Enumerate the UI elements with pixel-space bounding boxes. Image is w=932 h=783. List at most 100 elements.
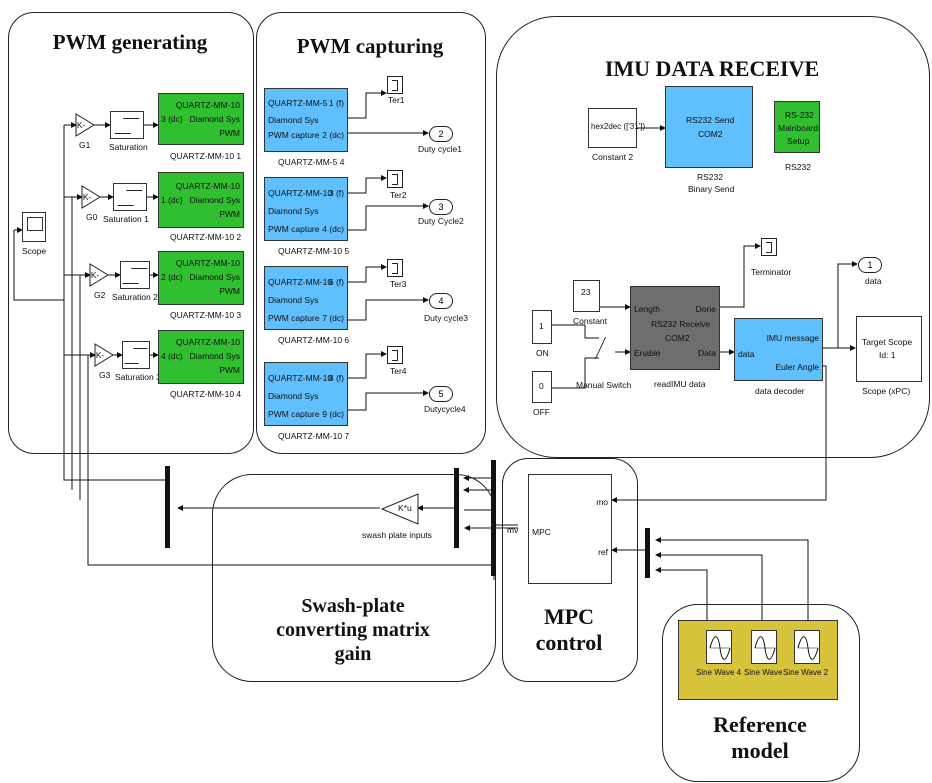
sine-wave-block[interactable] [751, 630, 777, 664]
outport-label-3: Duty Cycle2 [418, 216, 464, 226]
quartz-pwm-port-3: 2 (dc) [161, 272, 183, 282]
capture-title: QUARTZ-MM-10 [268, 188, 333, 198]
quartz-pwm-line3: PWM [219, 209, 240, 219]
saturation-block-1[interactable] [110, 111, 144, 139]
outport-2[interactable]: 2 [429, 126, 453, 142]
quartz-pwm-line3: PWM [219, 286, 240, 296]
scope-icon [27, 217, 43, 231]
swash-gain-label: swash plate inputs [362, 530, 432, 540]
terminator-icon[interactable] [387, 346, 403, 364]
constant-23-block[interactable]: 23 [573, 280, 600, 312]
data-port: Data [698, 348, 716, 358]
rs232-receive-block[interactable]: Length Done RS232 Receive COM2 Enable Da… [630, 286, 720, 370]
imu-outport-label: data [865, 276, 882, 286]
capture-name-4: QUARTZ-MM-10 7 [278, 431, 350, 441]
capture-name-3: QUARTZ-MM-10 6 [278, 335, 350, 345]
quartz-pwm-line1: QUARTZ-MM-10 [175, 337, 240, 347]
off-constant-block[interactable]: 0 [532, 371, 552, 403]
capture-block-4[interactable]: QUARTZ-MM-10 Diamond Sys PWM capture 8 (… [264, 362, 348, 426]
sine-wave-2-block[interactable] [794, 630, 820, 664]
imu-outport[interactable]: 1 [858, 257, 882, 273]
ter-label-2: Ter2 [390, 190, 407, 200]
quartz-pwm-block-4[interactable]: 4 (dc) QUARTZ-MM-10 Diamond Sys PWM [158, 330, 244, 384]
mpc-title-line2: control [535, 630, 603, 655]
quartz-pwm-block-3[interactable]: 2 (dc) QUARTZ-MM-10 Diamond Sys PWM [158, 251, 244, 305]
capture-f-port: 3 (f) [328, 188, 344, 198]
quartz-pwm-line2: Diamond Sys [189, 195, 240, 205]
capture-f-port: 1 (f) [328, 98, 344, 108]
gain-g2-symbol: -K- [88, 270, 100, 280]
capture-line2: Diamond Sys [268, 391, 319, 401]
outport-label-5: Dutycycle4 [424, 404, 466, 414]
on-constant-block[interactable]: 1 [532, 310, 552, 344]
euler-angle-port: Euler Angle [775, 362, 819, 372]
gain-g0-symbol: -K- [80, 192, 92, 202]
mpc-ref-port: ref [598, 547, 608, 557]
saturation-block-2[interactable] [113, 183, 147, 211]
saturation-label-4: Saturation 3 [115, 372, 161, 382]
capture-line2: Diamond Sys [268, 206, 319, 216]
capture-title: QUARTZ-MM-10 [268, 277, 333, 287]
capture-line3: PWM capture [268, 224, 320, 234]
capture-line2: Diamond Sys [268, 295, 319, 305]
data-decoder-block[interactable]: data IMU message Euler Angle [734, 318, 823, 381]
pwm-generating-group [8, 12, 254, 454]
pwm-capturing-title: PWM capturing [296, 34, 444, 58]
mpc-block[interactable]: MPC mv mo ref [507, 474, 612, 584]
capture-line2: Diamond Sys [268, 115, 319, 125]
terminator-icon[interactable] [387, 259, 403, 277]
scope-block[interactable] [22, 212, 46, 242]
gain-g1-symbol: -K- [74, 120, 86, 130]
pwm-generating-title: PWM generating [52, 30, 208, 54]
capture-name-1: QUARTZ-MM-5 4 [278, 157, 345, 167]
terminator-icon[interactable] [761, 238, 777, 256]
terminator-icon[interactable] [387, 76, 403, 94]
outport-3[interactable]: 3 [429, 199, 453, 215]
capture-title: QUARTZ-MM-10 [268, 373, 333, 383]
gain-g2-label: G2 [94, 290, 106, 300]
quartz-pwm-line3: PWM [219, 128, 240, 138]
quartz-pwm-port-2: 1 (dc) [161, 195, 183, 205]
rs232-send-name1: RS232 [697, 172, 723, 182]
saturation-block-3[interactable] [120, 261, 150, 289]
swash-title-line1: Swash-plate [301, 595, 405, 617]
sine-wave-icon [754, 636, 776, 660]
sine-wave-4-label: Sine Wave 4 [696, 668, 742, 677]
rs232-setup-block[interactable]: RS-232 Mainboard Setup [774, 101, 820, 153]
constant2-label: Constant 2 [592, 152, 634, 162]
capture-line3: PWM capture [268, 313, 320, 323]
saturation-label-2: Saturation 1 [103, 214, 149, 224]
off-label: OFF [533, 407, 550, 417]
constant-23-value: 23 [581, 287, 591, 297]
reference-group [662, 604, 860, 782]
gain-g0-label: G0 [86, 212, 98, 222]
done-port: Done [695, 304, 716, 314]
saturation-icon [114, 118, 140, 134]
sine-wave-4-block[interactable] [706, 630, 732, 664]
capture-dc-port: 4 (dc) [322, 224, 344, 234]
terminator-icon[interactable] [387, 170, 403, 188]
capture-block-2[interactable]: QUARTZ-MM-10 Diamond Sys PWM capture 3 (… [264, 177, 348, 241]
gain-g1-shape [75, 113, 95, 137]
target-scope-block[interactable]: Target Scope Id: 1 [856, 316, 922, 382]
outport-5[interactable]: 5 [429, 386, 453, 402]
swash-title-line3: gain [334, 643, 372, 665]
capture-line3: PWM capture [268, 130, 320, 140]
capture-block-1[interactable]: QUARTZ-MM-5 Diamond Sys PWM capture 1 (f… [264, 88, 348, 152]
quartz-pwm-port-1: 3 (dc) [161, 114, 183, 124]
mpc-label: MPC [532, 527, 551, 537]
capture-block-3[interactable]: QUARTZ-MM-10 Diamond Sys PWM capture 6 (… [264, 266, 348, 330]
quartz-pwm-block-2[interactable]: 1 (dc) QUARTZ-MM-10 Diamond Sys PWM [158, 172, 244, 228]
quartz-pwm-name-3: QUARTZ-MM-10 3 [170, 310, 242, 320]
sine-wave-2-label: Sine Wave 2 [783, 668, 829, 677]
outport-4[interactable]: 4 [429, 293, 453, 309]
rs232-setup-line1: RS-232 [785, 110, 814, 120]
saturation-block-4[interactable] [122, 341, 150, 369]
rs232-setup-name: RS232 [785, 162, 811, 172]
hex2dec-constant-block[interactable]: hex2dec (['31']) [588, 108, 645, 148]
demux-bar-mpc [491, 460, 496, 576]
manual-switch-block[interactable] [594, 334, 621, 364]
rs232-send-block[interactable]: RS232 Send COM2 [665, 86, 753, 168]
quartz-pwm-block-1[interactable]: 3 (dc) QUARTZ-MM-10 Diamond Sys PWM [158, 93, 244, 145]
